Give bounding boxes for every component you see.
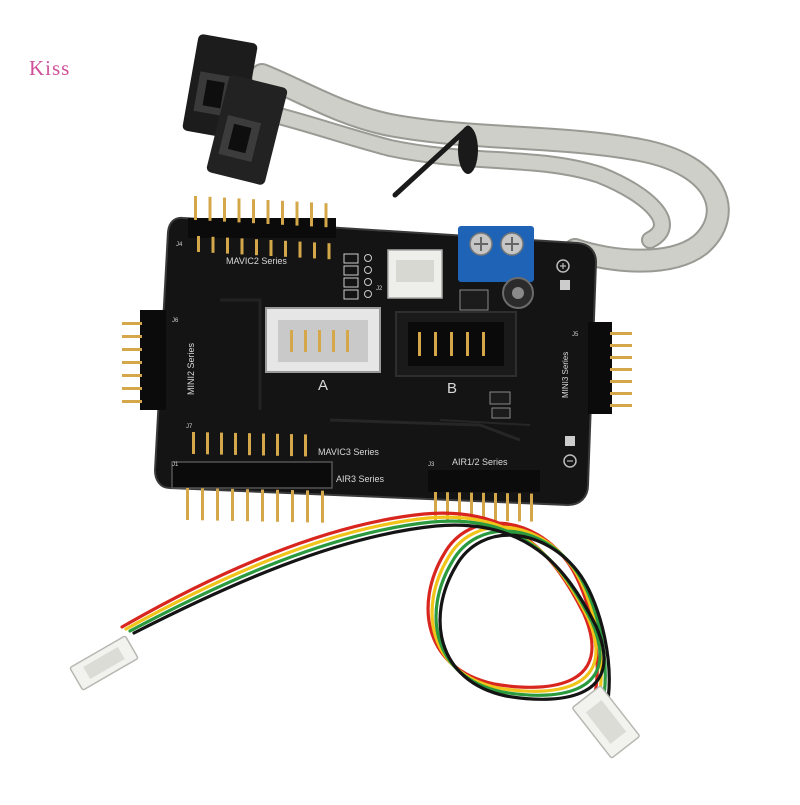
connector-b [395, 311, 517, 377]
jst-connector-board [387, 249, 443, 299]
ref-j3: J3 [428, 462, 435, 468]
header-pins-mavic2 [188, 196, 336, 260]
smd-component [491, 407, 511, 419]
idc-connector-bottom [206, 75, 288, 185]
solder-pad [560, 280, 570, 290]
jst-plug-left [69, 635, 139, 691]
ref-j2: J2 [376, 286, 383, 292]
cable-tie [392, 125, 478, 198]
four-wire-cable [120, 511, 611, 713]
connector-a [265, 307, 381, 373]
solder-pad [565, 436, 575, 446]
watermark-text: Kiss [29, 56, 71, 80]
switch-pads [343, 253, 372, 300]
plus-mark [556, 259, 570, 273]
port-label-b: B [447, 380, 457, 397]
ref-j6: J6 [172, 318, 179, 324]
label-mavic3: MAVIC3 Series [318, 447, 379, 457]
label-right-series: MINI3 Series [561, 352, 570, 398]
header-pins-mavic3 [192, 432, 307, 457]
label-mavic2: MAVIC2 Series [226, 256, 287, 266]
capacitor [502, 277, 534, 309]
label-air12: AIR1/2 Series [452, 457, 508, 467]
header-pins-mini2 [122, 310, 166, 410]
label-air3: AIR3 Series [336, 474, 385, 484]
header-pins-right [588, 322, 632, 414]
header-pins-air12 [428, 470, 540, 522]
label-mini2: MINI2 Series [186, 342, 196, 395]
ref-j5: J5 [572, 332, 579, 338]
screw-terminal [458, 226, 534, 282]
ref-j7: J7 [186, 424, 193, 430]
jst-plug-right [572, 685, 640, 759]
port-label-a: A [318, 377, 328, 394]
minus-mark [563, 454, 577, 468]
ribbon-cable [246, 63, 730, 273]
ref-j4: J4 [176, 242, 183, 248]
regulator-chip [459, 289, 489, 311]
smd-component [489, 391, 511, 405]
header-pins-air3 [171, 461, 333, 523]
ref-j1: J1 [172, 462, 179, 468]
